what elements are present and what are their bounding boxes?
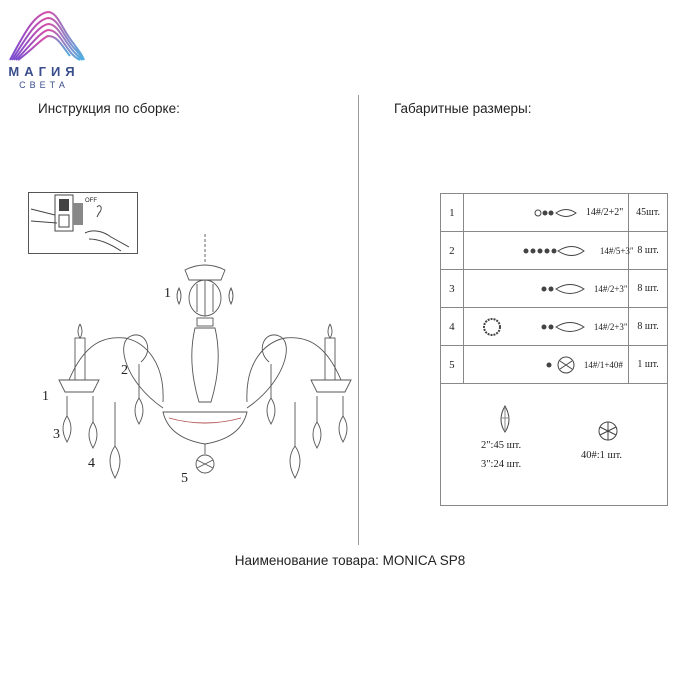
bead-ring-icon [482, 318, 501, 336]
row-quantity: 8 шт. [628, 269, 668, 308]
switch-off-label: OFF [85, 198, 97, 204]
brand-logo [4, 4, 88, 100]
row-description: 14#/2+3" [462, 307, 630, 346]
table-row: 5 14#/1+40# 1 шт. [440, 345, 668, 384]
callout-5: 5 [181, 471, 188, 486]
crystal-spec: 14#/1+40# [583, 360, 623, 370]
crystal-strand-icon [541, 322, 585, 332]
row-description: 14#/1+40# [462, 345, 630, 384]
row-quantity: 1 шт. [628, 345, 668, 384]
brand-name: МАГИЯ [8, 64, 80, 79]
row-quantity: 8 шт. [628, 231, 668, 270]
table-row: 4 14#/2+3" 8 шт. [440, 307, 668, 346]
callout-1-side: 1 [42, 389, 49, 404]
row-description: 14#/2+3" [462, 269, 630, 308]
row-number: 5 [440, 345, 464, 384]
drop-count-3in: 3":24 шт. [481, 459, 522, 470]
row-quantity: 8 шт. [628, 307, 668, 346]
dimensions-heading: Габаритные размеры: [394, 101, 532, 116]
hand-switch-icon [30, 194, 130, 252]
ball-count: 40#:1 шт. [581, 450, 623, 461]
callout-2: 2 [121, 363, 128, 378]
row-number: 2 [440, 231, 464, 270]
parts-table: 1 14#/2+2" 45шт. 2 14#/5+3" 8 шт. 3 [440, 193, 668, 506]
crystal-spec: 14#/2+2" [585, 207, 624, 218]
row-number: 3 [440, 269, 464, 308]
drop-count-2in: 2":45 шт. [481, 440, 522, 451]
table-row: 3 14#/2+3" 8 шт. [440, 269, 668, 308]
crystal-drop-icon [500, 404, 510, 433]
crystal-strand-icon [523, 246, 585, 256]
vertical-divider [358, 95, 359, 545]
callout-3: 3 [53, 427, 60, 442]
wave-logo-icon [9, 10, 85, 61]
crystal-ball-strand-icon [546, 356, 575, 374]
row-quantity: 45шт. [628, 193, 668, 232]
table-row: 1 14#/2+2" 45шт. [440, 193, 668, 232]
row-description: 14#/2+2" [462, 193, 630, 232]
callout-1-top: 1 [164, 286, 171, 301]
product-name: Наименование товара: MONICA SP8 [234, 553, 466, 568]
summary-cell: 2":45 шт. 3":24 шт. 40#:1 шт. [440, 383, 668, 506]
row-number: 4 [440, 307, 464, 346]
row-number: 1 [440, 193, 464, 232]
crystal-strand-icon [534, 209, 577, 217]
crystal-ball-icon [598, 421, 618, 441]
callout-4: 4 [88, 456, 95, 471]
crystal-spec: 14#/2+3" [593, 284, 628, 294]
table-row: 2 14#/5+3" 8 шт. [440, 231, 668, 270]
power-off-illustration: OFF [28, 192, 138, 254]
crystal-spec: 14#/2+3" [593, 322, 628, 332]
brand-tagline: СВЕТА [19, 80, 69, 90]
chandelier-diagram [58, 234, 352, 479]
crystal-strand-icon [541, 284, 585, 294]
table-summary-row: 2":45 шт. 3":24 шт. 40#:1 шт. [440, 383, 668, 506]
assembly-heading: Инструкция по сборке: [38, 101, 180, 116]
row-description: 14#/5+3" [462, 231, 634, 270]
crystal-spec: 14#/5+3" [599, 246, 634, 256]
